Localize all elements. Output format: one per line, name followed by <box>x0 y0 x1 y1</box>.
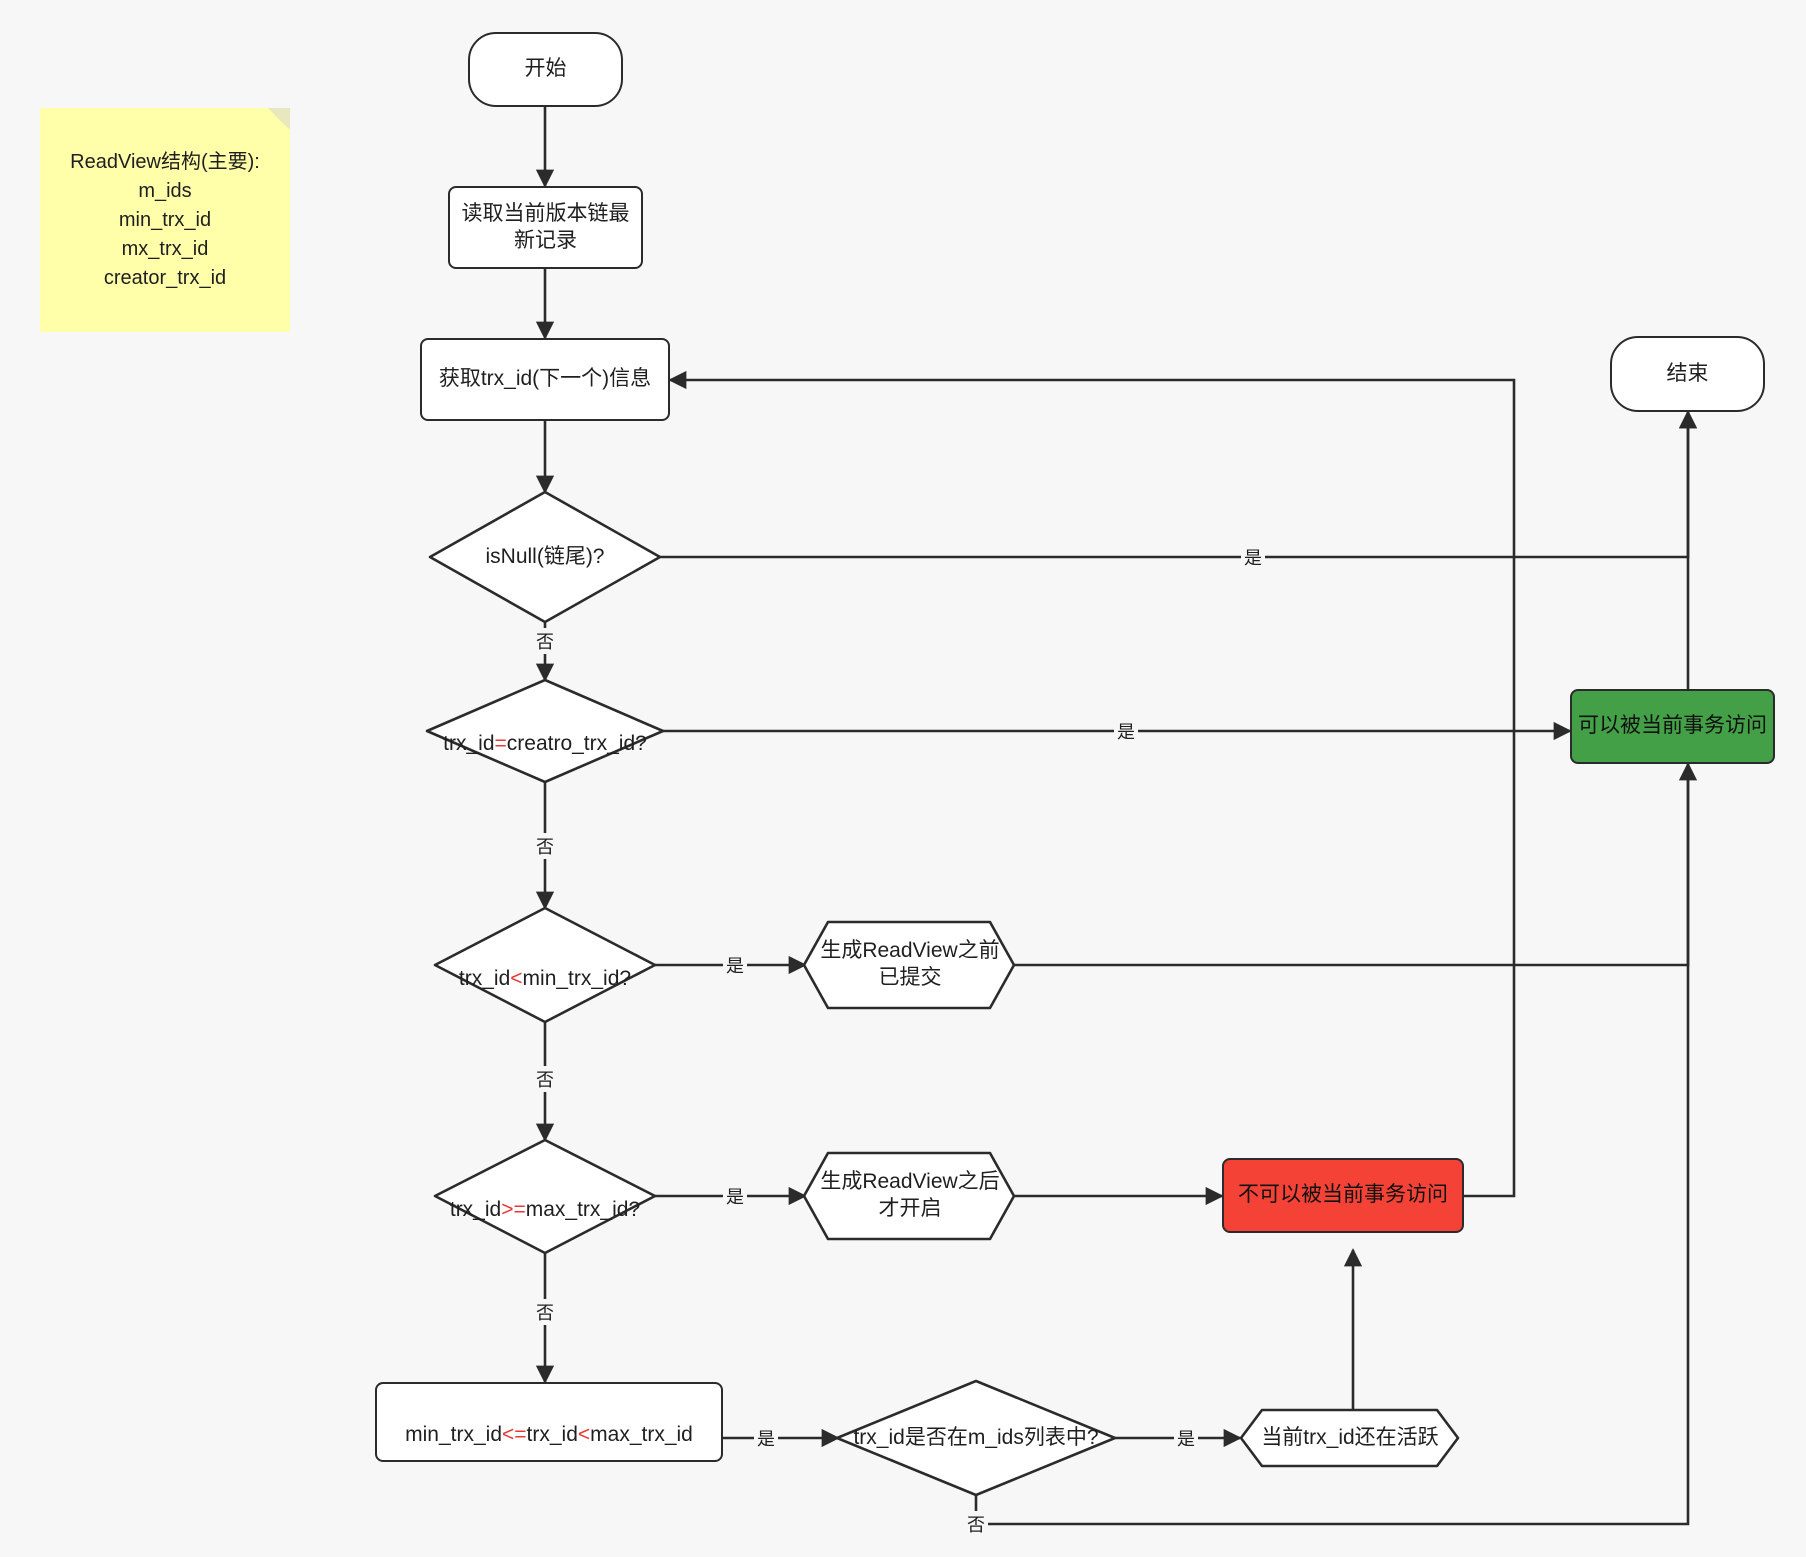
expr-max: max_trx_id <box>590 1423 693 1446</box>
expr-trx: trx_id <box>526 1423 578 1446</box>
node-accessible[interactable]: 可以被当前事务访问 <box>1570 689 1775 764</box>
edge-label-isnull-no: 否 <box>533 628 557 654</box>
edge-label-ltmin-no: 否 <box>533 1066 557 1092</box>
edge-label-creator-no: 否 <box>533 833 557 859</box>
expr-min: min_trx_id <box>405 1423 502 1446</box>
edge-label-inmids-no: 否 <box>964 1511 988 1537</box>
expr-operator-le: <= <box>502 1423 527 1446</box>
edge-label-isnull-yes: 是 <box>1241 544 1265 570</box>
decision-lt-min-shape[interactable] <box>433 906 657 1024</box>
node-start-label: 开始 <box>524 57 567 81</box>
node-not-accessible[interactable]: 不可以被当前事务访问 <box>1222 1158 1464 1233</box>
edge-label-gemax-no: 否 <box>533 1299 557 1325</box>
node-in-range[interactable]: min_trx_id<=trx_id<max_trx_id <box>375 1382 723 1462</box>
decision-eq-creator-shape[interactable] <box>425 678 665 784</box>
readview-structure-note: ReadView结构(主要): m_ids min_trx_id mx_trx_… <box>40 108 290 332</box>
node-end-label: 结束 <box>1666 361 1709 385</box>
node-get-trx-id[interactable]: 获取trx_id(下一个)信息 <box>420 338 670 421</box>
node-read-latest-record[interactable]: 读取当前版本链最 新记录 <box>448 186 643 269</box>
node-read-latest-record-label: 读取当前版本链最 新记录 <box>461 201 630 252</box>
node-get-trx-id-label: 获取trx_id(下一个)信息 <box>438 367 652 391</box>
edge-inmids-no-to-accessible <box>974 762 1698 1526</box>
decision-isnull-shape[interactable] <box>428 490 662 624</box>
edge-label-gemax-yes: 是 <box>723 1183 747 1209</box>
node-accessible-label: 可以被当前事务访问 <box>1578 714 1767 738</box>
decision-in-mids-shape[interactable] <box>835 1379 1117 1497</box>
node-not-accessible-label: 不可以被当前事务访问 <box>1238 1183 1448 1207</box>
decision-ge-max-shape[interactable] <box>433 1138 657 1255</box>
node-in-range-label: min_trx_id<=trx_id<max_trx_id <box>405 1395 693 1449</box>
node-start[interactable]: 开始 <box>468 32 623 107</box>
edge-notaccessible-to-gettrx <box>668 370 1516 1198</box>
edge-label-creator-yes: 是 <box>1114 718 1138 744</box>
edge-label-inrange-yes: 是 <box>754 1425 778 1451</box>
edge-label-ltmin-yes: 是 <box>723 952 747 978</box>
expr-operator-lt: < <box>577 1423 591 1446</box>
hexagon-committed-before-shape[interactable] <box>802 920 1016 1010</box>
hexagon-started-after-shape[interactable] <box>802 1151 1016 1241</box>
note-text: ReadView结构(主要): m_ids min_trx_id mx_trx_… <box>70 150 260 289</box>
edge-label-inmids-yes: 是 <box>1174 1425 1198 1451</box>
node-end[interactable]: 结束 <box>1610 336 1765 412</box>
note-fold-corner <box>268 108 290 130</box>
hexagon-still-active-shape[interactable] <box>1239 1408 1460 1468</box>
